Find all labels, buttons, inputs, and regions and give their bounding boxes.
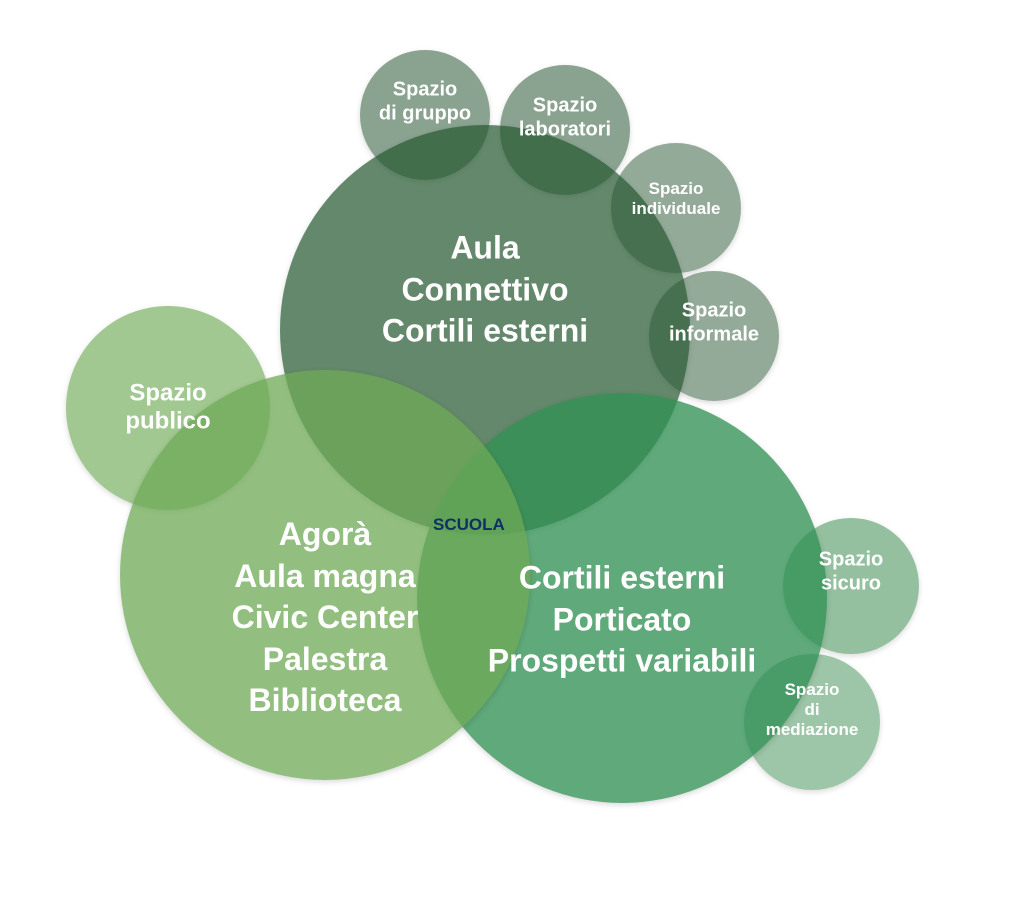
label-line: Spazio — [129, 379, 207, 407]
main-circle-left — [120, 370, 530, 780]
label-line: Cortili esterni — [518, 559, 726, 596]
left-circle-label: Agorà Aula magna Civic Center Palestra B… — [232, 514, 419, 722]
label-line: Spazio — [681, 299, 747, 322]
label-line: Spazio — [818, 548, 884, 571]
label-line: sicuro — [820, 572, 882, 594]
label-line: laboratori — [518, 118, 612, 140]
label-line: mediazione — [765, 720, 859, 740]
right-circle-label: Cortili esterni Porticato Prospetti vari… — [488, 558, 757, 683]
label-line: Aula — [450, 229, 520, 266]
label-line: Agorà — [278, 516, 372, 553]
center-label: SCUOLA — [433, 515, 505, 534]
label-line: informale — [668, 323, 760, 345]
top-circle-label: Aula Connettivo Cortili esterni — [382, 228, 588, 353]
label-line: Prospetti variabili — [487, 642, 757, 679]
label-line: di — [804, 699, 820, 719]
label-line: Spazio — [784, 679, 840, 699]
label-line: Aula magna — [234, 557, 416, 594]
label-line: Civic Center — [231, 599, 419, 636]
label-line: Porticato — [552, 601, 692, 638]
label-line: Spazio — [392, 78, 458, 101]
label-line: Cortili esterni — [381, 312, 589, 349]
label-line: Spazio — [532, 94, 598, 117]
label-line: Spazio — [648, 178, 704, 198]
label-line: Palestra — [262, 640, 388, 677]
label-line: Connettivo — [401, 271, 569, 308]
label-line: Biblioteca — [248, 682, 402, 719]
label-line: publico — [125, 408, 211, 435]
label-line: individuale — [631, 199, 721, 218]
label-line: di gruppo — [378, 102, 472, 124]
